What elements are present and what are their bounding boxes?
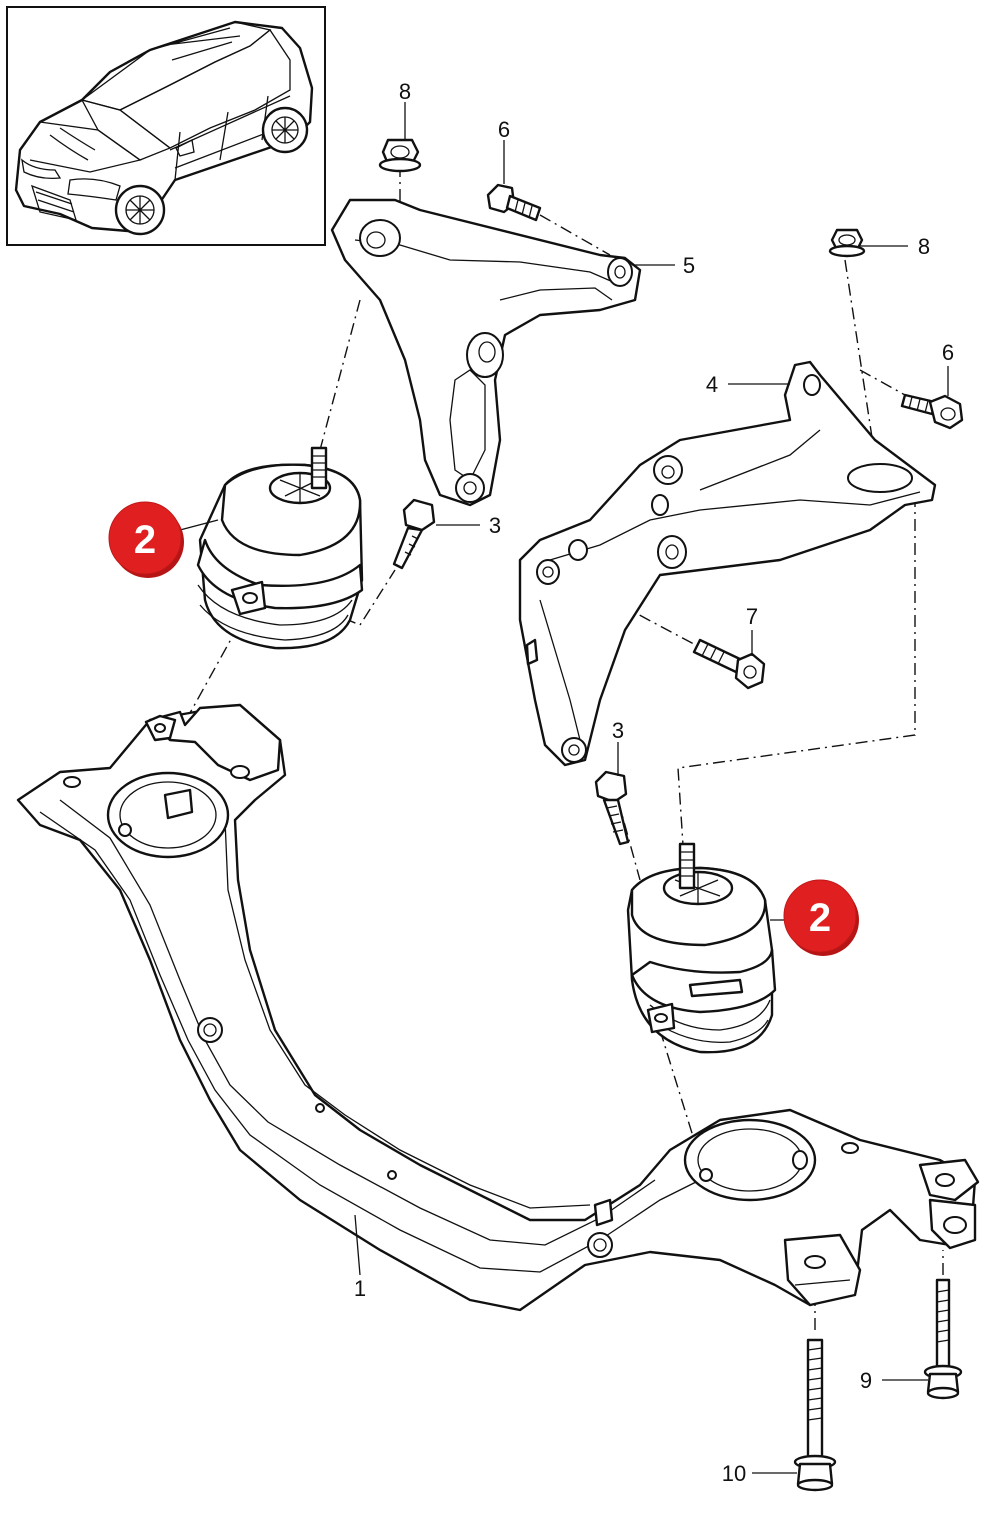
callout-7: 7 (746, 604, 758, 629)
flange-nut-right[interactable] (828, 228, 866, 258)
callout-10: 10 (722, 1461, 746, 1486)
hex-bolt-top-left[interactable] (486, 183, 542, 222)
flange-nut-top-left[interactable] (378, 138, 422, 173)
callout-8-right: 8 (918, 234, 930, 259)
badge-right-label: 2 (809, 896, 831, 940)
highlight-badge-left[interactable]: 2 (108, 501, 184, 578)
callout-labels: 8 6 5 8 6 4 3 7 3 1 9 10 (354, 79, 954, 1486)
callout-8-top: 8 (399, 79, 411, 104)
engine-mount-left[interactable] (196, 446, 364, 650)
suv-illustration (14, 20, 314, 236)
badge-left-label: 2 (134, 518, 156, 562)
callout-5: 5 (683, 253, 695, 278)
hex-bolt-right[interactable] (900, 393, 964, 430)
subframe-bolt-long[interactable] (793, 1338, 837, 1492)
subframe-crossmember[interactable] (16, 703, 980, 1312)
callout-1: 1 (354, 1276, 366, 1301)
callout-leaders (179, 102, 949, 1474)
support-bracket-left[interactable] (330, 198, 642, 507)
vehicle-locator-inset (6, 6, 326, 246)
callout-3-upper: 3 (489, 513, 501, 538)
highlight-badge-right[interactable]: 2 (783, 879, 859, 956)
mount-bolt-upper[interactable] (392, 498, 436, 570)
callout-9: 9 (860, 1368, 872, 1393)
engine-mount-right[interactable] (626, 842, 777, 1054)
subframe-bolt-short[interactable] (923, 1278, 963, 1400)
callout-3-lower: 3 (612, 718, 624, 743)
support-bracket-right[interactable] (518, 360, 937, 767)
callout-4: 4 (706, 372, 718, 397)
bracket-bolt[interactable] (692, 638, 766, 690)
callout-6-top: 6 (498, 117, 510, 142)
mount-bolt-lower[interactable] (594, 770, 630, 846)
callout-6-right: 6 (942, 340, 954, 365)
